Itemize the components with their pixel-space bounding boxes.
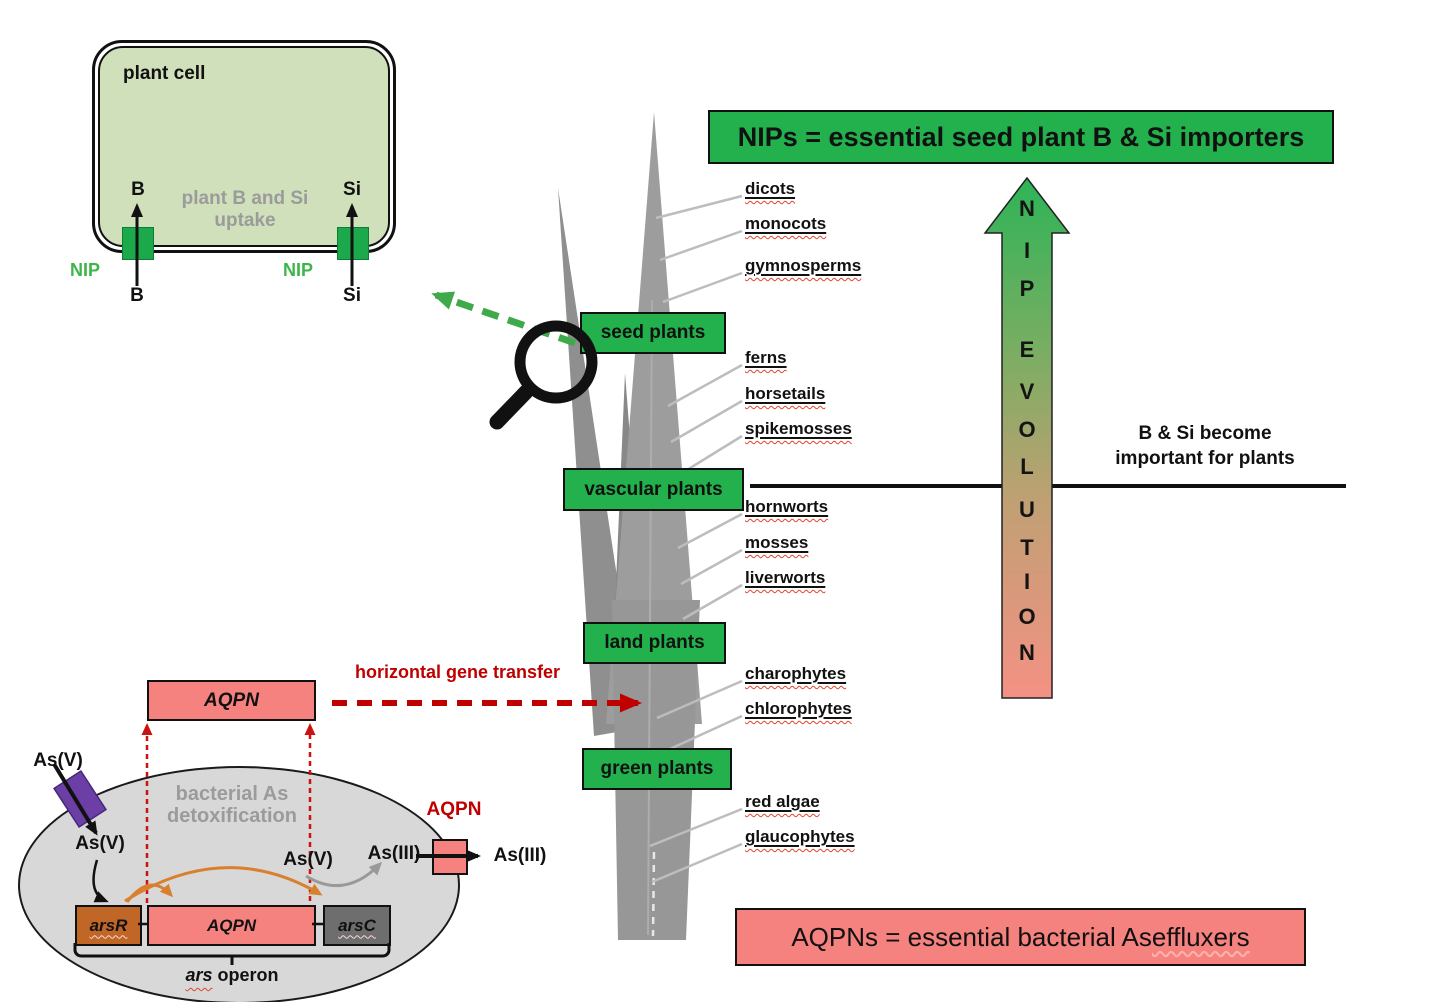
aqpn-banner: AQPNs = essential bacterial As effluxers [735,908,1306,966]
bacterium-title: bacterial As detoxification [166,783,297,827]
asiii-inside-label: As(III) [367,843,421,864]
plant-cell-membrane [98,46,390,247]
evolution-letter: O [1018,604,1036,629]
ars-operon-label: ars operon [185,965,279,985]
evolution-letter: N [1019,640,1035,665]
boron-label-inside: B [131,179,145,200]
trunk-dashed-line [651,851,656,937]
taxon-label-charophytes: charophytes [745,664,847,683]
evolution-letter: T [1020,535,1034,560]
taxon-label-dicots: dicots [745,179,796,198]
evolution-letter: L [1020,454,1034,479]
taxon-label-chlorophytes: chlorophytes [745,699,852,718]
taxon-label-red-algae: red algae [745,792,820,811]
clade-box-green-plants: green plants [582,748,732,790]
evolution-letter: E [1019,337,1035,362]
plant-cell-title: plant cell [123,63,206,84]
taxon-label-mosses: mosses [745,533,809,552]
clade-box-seed-plants: seed plants [580,312,726,354]
taxon-label-hornworts: hornworts [745,497,829,516]
gene-box-aqpn: AQPN [147,905,316,946]
evolution-letter: P [1019,276,1035,301]
silicon-label-inside: Si [343,179,361,200]
gene-box-arsr: arsR [75,905,142,946]
asv-right-label: As(V) [283,849,333,870]
taxon-label-monocots: monocots [745,214,827,233]
nip-banner: NIPs = essential seed plant B & Si impor… [708,110,1334,164]
zoom-callout-arrow [431,291,577,347]
evolution-letter: V [1019,379,1035,404]
gene-box-arsc: arsC [323,905,391,946]
taxon-label-ferns: ferns [745,348,787,367]
operon-bracket [73,943,391,965]
arsr-to-arsc-arrow [124,866,323,903]
plant-cell: plant cell plant B and Si uptake [92,40,396,253]
evolution-letter: N [1019,196,1035,221]
taxon-label-liverworts: liverworts [745,568,826,587]
nip-evolution-arrow [983,176,1071,699]
silicon-label-outside: Si [343,285,361,306]
nip-label-right: NIP [283,260,314,280]
asv-entry-arrow [52,762,98,836]
clade-box-land-plants: land plants [583,622,726,664]
tree-blade-main [606,112,702,724]
evolution-letter: O [1018,417,1036,442]
taxon-label-gymnosperms: gymnosperms [745,256,862,275]
taxon-label-glaucophytes: glaucophytes [745,827,855,846]
aqpn-free-gene-box: AQPN [147,680,316,721]
tree-ridge [647,299,653,936]
clade-box-vascular-plants: vascular plants [563,468,744,511]
asv-to-arsr-arrow [92,859,109,903]
taxon-label-horsetails: horsetails [745,384,826,403]
taxon-label-spikemosses: spikemosses [745,419,852,438]
asv-to-asiii-arrow [305,861,383,888]
evolution-letter: I [1023,238,1031,263]
b-si-note: B & Si become important for plants [1115,423,1295,469]
hgt-label: horizontal gene transfer [354,662,561,682]
evolution-letter: U [1019,497,1035,522]
nip-label-left: NIP [70,260,101,280]
evolution-letter: I [1023,569,1031,594]
aqpn-channel-label: AQPN [426,799,482,820]
boron-label-outside: B [130,285,144,306]
asv-inside-label: As(V) [75,833,125,854]
asv-outside-label: As(V) [33,750,83,771]
magnifier-icon [489,320,598,430]
asiii-outside-label: As(III) [493,845,547,866]
taxa-connector-lines [649,194,743,884]
plant-cell-subtitle: plant B and Si uptake [181,188,309,231]
